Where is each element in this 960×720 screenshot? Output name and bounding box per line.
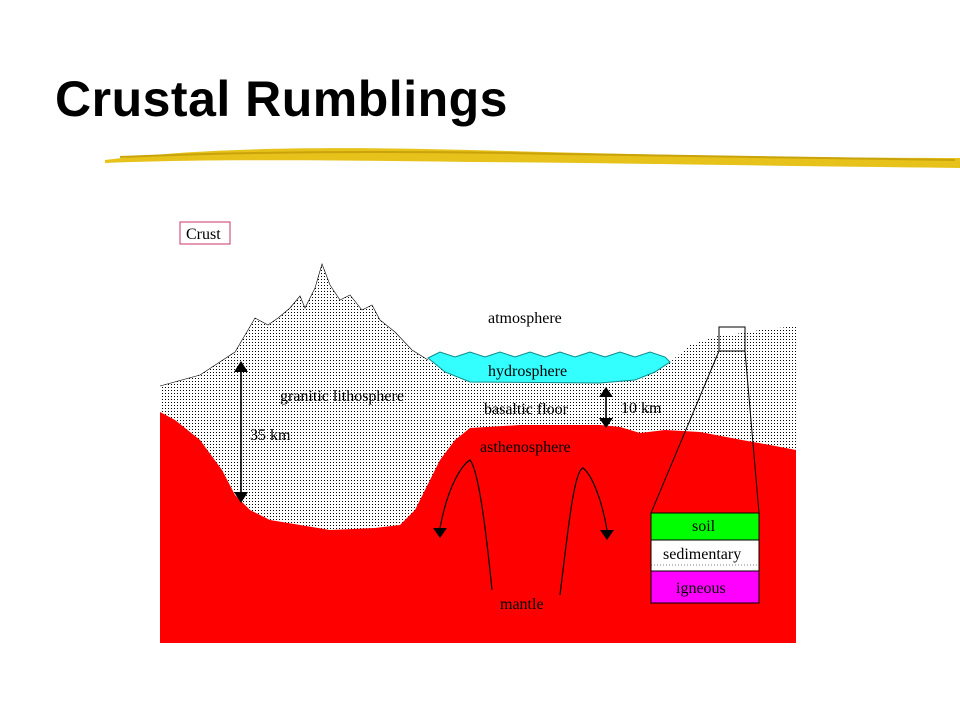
igneous-label: igneous	[676, 580, 726, 597]
sedimentary-layer	[650, 539, 760, 572]
granitic-lithosphere-label: granitic lithosphere	[280, 388, 404, 405]
surface-outline	[159, 263, 429, 387]
zoom-line-left	[650, 350, 720, 514]
igneous-layer	[650, 570, 760, 604]
depth-35km-label: 35 km	[250, 427, 291, 444]
depth-10km-arrow	[599, 387, 613, 428]
depth-10km-label: 10 km	[621, 400, 662, 417]
soil-label: soil	[692, 518, 716, 535]
slide-title: Crustal Rumblings	[55, 71, 508, 127]
soil-layer	[650, 512, 760, 541]
convection-arrow-left	[433, 459, 493, 591]
basaltic-floor-label: basaltic floor	[484, 401, 569, 418]
mantle-label: mantle	[500, 596, 544, 613]
sedimentary-label: sedimentary	[663, 546, 741, 563]
crust-label-box	[179, 221, 231, 245]
crust-label: Crust	[186, 226, 221, 243]
asthenosphere-label: asthenosphere	[480, 439, 571, 456]
convection-arrow-right	[559, 467, 614, 596]
atmosphere-label: atmosphere	[488, 310, 562, 327]
layer-column: soil sedimentary igneous	[650, 512, 760, 604]
hydrosphere-label: hydrosphere	[488, 363, 567, 380]
zoom-box	[718, 326, 746, 352]
depth-35km-arrow	[234, 361, 248, 503]
hydrosphere-water	[427, 351, 671, 384]
crust-region	[160, 264, 796, 530]
zoom-line-right	[744, 350, 760, 514]
